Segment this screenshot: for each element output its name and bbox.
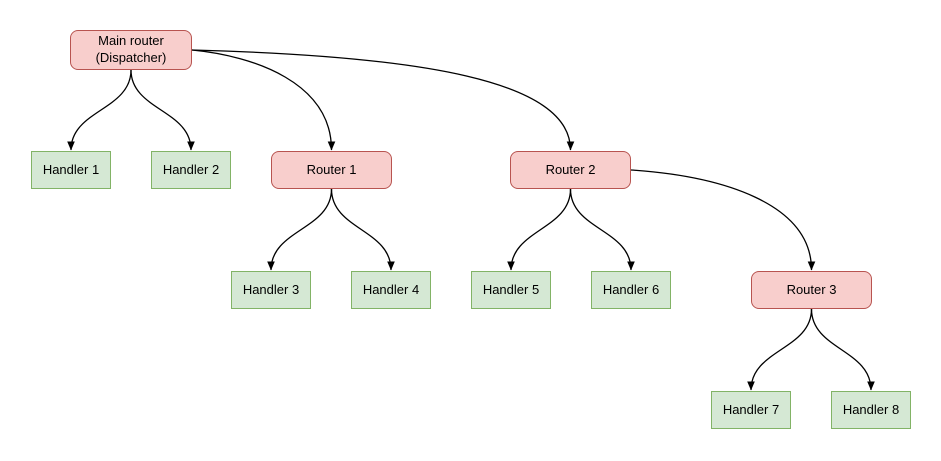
edge-r1-to-h4 [330, 188, 395, 271]
edge-r2-to-h5 [507, 188, 572, 271]
router-node-r2: Router 2 [510, 151, 631, 189]
edge-r1-to-h3 [267, 188, 333, 271]
router-node-r1: Router 1 [271, 151, 392, 189]
handler-node-h3: Handler 3 [231, 271, 311, 309]
edge-r3-to-h7 [747, 308, 813, 391]
edge-r2-to-h6 [569, 188, 635, 271]
handler-node-h4: Handler 4 [351, 271, 431, 309]
handler-node-h6: Handler 6 [591, 271, 671, 309]
handler-node-h1: Handler 1 [31, 151, 111, 189]
edge-r2-to-r3 [630, 169, 816, 271]
edge-r3-to-h8 [810, 308, 875, 391]
edge-main-to-h1 [67, 69, 132, 151]
handler-node-h7: Handler 7 [711, 391, 791, 429]
edge-main-to-h2 [130, 69, 195, 151]
router-node-r3: Router 3 [751, 271, 872, 309]
handler-node-h8: Handler 8 [831, 391, 911, 429]
router-node-main: Main router (Dispatcher) [70, 30, 192, 70]
handler-node-h5: Handler 5 [471, 271, 551, 309]
edge-main-to-r2 [191, 49, 575, 151]
handler-node-h2: Handler 2 [151, 151, 231, 189]
edge-main-to-r1 [191, 49, 336, 151]
